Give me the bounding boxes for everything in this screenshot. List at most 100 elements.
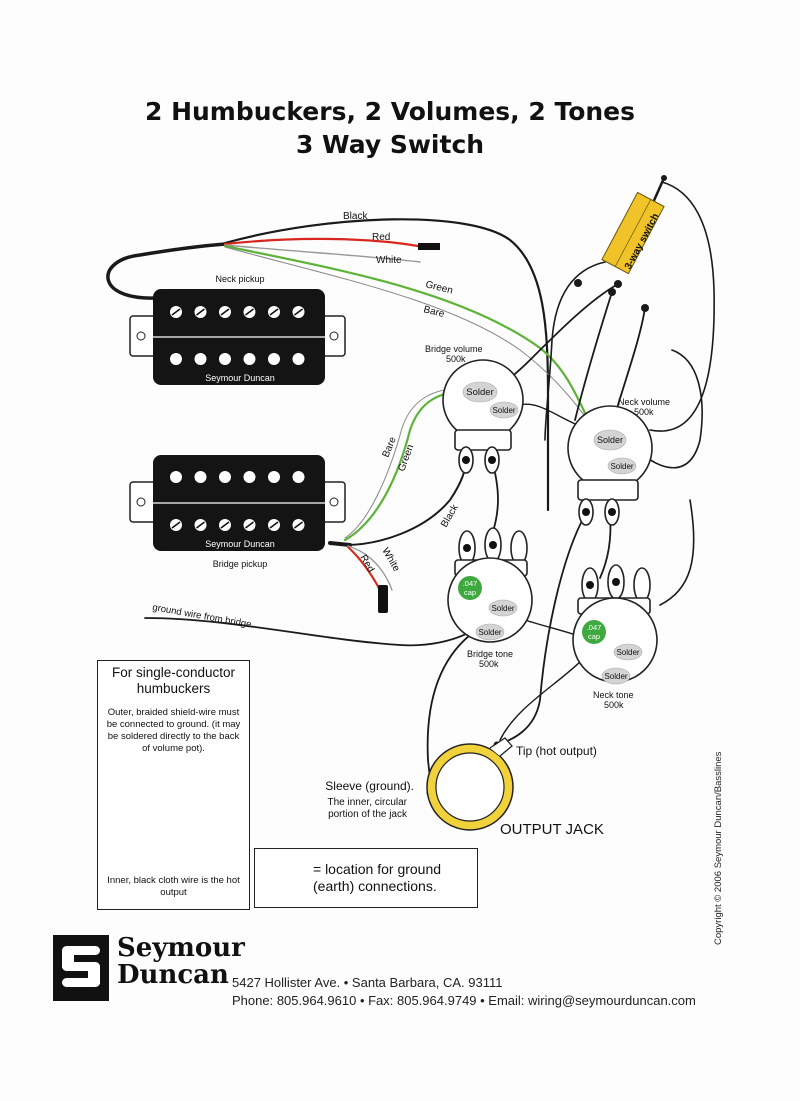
bare-wire-label: Bare xyxy=(422,304,446,320)
bridge-green-label: Green xyxy=(396,443,416,473)
neck-volume-value: 500k xyxy=(634,407,654,417)
bridge-pickup-slug-pole xyxy=(219,471,231,483)
neck-tone-name: Neck tone xyxy=(593,690,634,700)
bridge-red-wire xyxy=(346,545,382,592)
solder-label: Solder xyxy=(597,435,623,445)
solder-label: Solder xyxy=(616,648,639,657)
neck-pickup-brand: Seymour Duncan xyxy=(205,373,275,383)
bridge-pickup-slug-pole xyxy=(243,471,256,483)
cap-value: .047 xyxy=(463,579,478,588)
bridge-pickup-slug-pole xyxy=(170,471,182,483)
jack-sleeve-desc-1: The inner, circular xyxy=(328,797,408,808)
bridge-tone-cap xyxy=(458,576,482,600)
bridge-bare-wire xyxy=(344,387,466,539)
ground-wire-label: ground wire from bridge xyxy=(151,602,252,630)
neck-volume-name: Neck volume xyxy=(618,397,670,407)
solder-blob xyxy=(607,457,637,475)
neck-pickup-slug-pole xyxy=(243,353,256,365)
bridge-pickup-screw-slot xyxy=(220,521,230,529)
bridge-pickup-screw-slot xyxy=(269,521,279,529)
bridge-white-label: White xyxy=(379,546,402,574)
solder-blob xyxy=(488,599,518,617)
neck-tone-right-wire xyxy=(659,499,695,606)
company-address: 5427 Hollister Ave. • Santa Barbara, CA.… xyxy=(232,975,503,990)
solder-label: Solder xyxy=(492,406,515,415)
bridge-pickup xyxy=(129,455,346,551)
switch-lug-4 xyxy=(574,279,582,287)
bridge-white-wire xyxy=(347,545,393,591)
cap-unit: cap xyxy=(464,588,476,597)
legend-text: = location for ground (earth) connection… xyxy=(313,861,442,894)
cap-unit: cap xyxy=(588,632,600,641)
single-conductor-note: For single-conductor humbuckers Outer, b… xyxy=(97,660,250,910)
solder-legend: = location for ground (earth) connection… xyxy=(254,848,478,908)
switch-lever xyxy=(650,177,666,206)
neck-green-wire xyxy=(223,244,600,442)
neck-red-plug xyxy=(418,243,440,250)
neck-pickup-slug-pole xyxy=(292,353,305,365)
company-name-line1: Seymour xyxy=(117,933,245,963)
switch-wire-output xyxy=(574,291,613,421)
neck-black-wire xyxy=(223,218,550,512)
switch-lug-3 xyxy=(641,304,649,312)
solder-blob xyxy=(601,667,631,685)
bridge-red-label: Red xyxy=(357,553,376,574)
solder-label: Solder xyxy=(478,628,501,637)
bridge-pickup-slug-pole xyxy=(292,471,305,483)
solder-label: Solder xyxy=(466,387,493,398)
neck-vol-right-wire xyxy=(639,349,703,469)
output-jack xyxy=(426,737,514,831)
neck-pickup-slug-pole xyxy=(170,353,182,365)
single-conductor-inner: Inner, black cloth wire is the hot outpu… xyxy=(107,875,240,898)
switch-lug-2 xyxy=(614,280,622,288)
bridge-tone-value: 500k xyxy=(479,659,499,669)
jack-sleeve-desc-2: portion of the jack xyxy=(328,809,408,820)
switch-left-wire xyxy=(544,261,606,441)
neck-pickup-cable xyxy=(106,242,227,300)
neck-pickup-screw-slot xyxy=(196,308,205,316)
company-contact: Phone: 805.964.9610 • Fax: 805.964.9749 … xyxy=(232,993,696,1008)
single-conductor-desc: Outer, braided shield-wire must be conne… xyxy=(106,707,241,754)
seymour-duncan-logo-mark xyxy=(53,935,109,1001)
bridge-pickup-screw-slot xyxy=(294,521,303,529)
neck-tone-value: 500k xyxy=(604,700,624,710)
bridge-pickup-slug-pole xyxy=(268,471,280,483)
bridge-pickup-screw-slot xyxy=(196,521,205,529)
neck-pickup-slug-pole xyxy=(268,353,280,365)
neck-pickup-label: Neck pickup xyxy=(215,274,264,284)
neck-tone-cap xyxy=(582,620,606,644)
neck-red-wire xyxy=(223,237,420,248)
bridge-pickup-slug-pole xyxy=(194,471,207,483)
solder-blob xyxy=(613,643,643,661)
neck-pickup-screw-slot xyxy=(245,308,254,316)
red-wire-label: Red xyxy=(372,232,390,243)
bridge-tone-name: Bridge tone xyxy=(467,649,513,659)
solder-label: Solder xyxy=(491,604,514,613)
switch-ground-wire xyxy=(649,181,715,432)
bridge-ground-wire xyxy=(144,617,471,647)
bridge-black-label: Black xyxy=(439,502,461,530)
bridge-pickup-screw-slot xyxy=(245,521,254,529)
neck-pickup-screw-slot xyxy=(294,308,303,316)
solder-blob xyxy=(593,429,627,451)
jack-tip-label: Tip (hot output) xyxy=(516,744,597,758)
white-wire-label: White xyxy=(376,255,402,266)
neck-pickup-screw-slot xyxy=(171,308,181,316)
company-name-line2: Duncan xyxy=(117,960,229,990)
neck-pickup-slug-pole xyxy=(219,353,231,365)
bridge-pickup-brand: Seymour Duncan xyxy=(205,539,275,549)
single-conductor-title: For single-conductor humbuckers xyxy=(111,665,236,696)
neck-pickup-screw-slot xyxy=(220,308,230,316)
three-way-switch xyxy=(574,175,667,312)
jack-sleeve-label: Sleeve (ground). xyxy=(325,779,414,793)
bridge-plug xyxy=(378,585,388,613)
neck-white-wire xyxy=(224,244,421,263)
diagram-subtitle: 3 Way Switch xyxy=(295,130,485,159)
solder-label: Solder xyxy=(610,462,633,471)
bridge-pickup-screw-slot xyxy=(171,521,181,529)
neck-pickup-screw-slot xyxy=(269,308,279,316)
bridge-volume-name: Bridge volume xyxy=(425,344,483,354)
diagram-title: 2 Humbuckers, 2 Volumes, 2 Tones xyxy=(144,97,636,126)
